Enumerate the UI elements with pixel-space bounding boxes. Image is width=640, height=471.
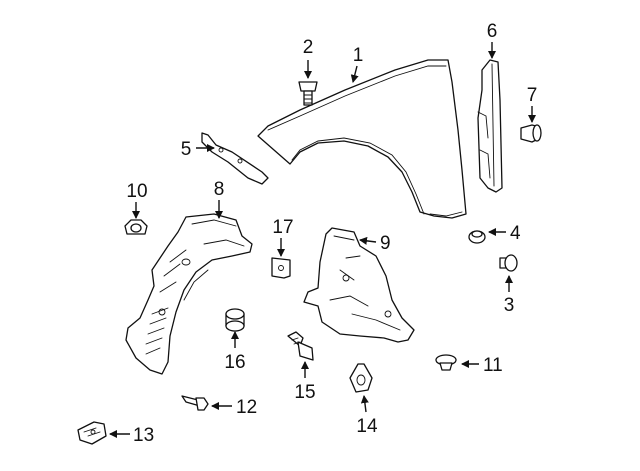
- callout-9: 9: [380, 233, 391, 254]
- callout-13: 13: [133, 425, 154, 446]
- pin-part-3: [499, 254, 518, 272]
- callout-3: 3: [504, 295, 515, 316]
- callout-16: 16: [224, 352, 245, 373]
- callout-17: 17: [272, 217, 293, 238]
- callout-5: 5: [181, 139, 192, 160]
- leader-1: [350, 65, 359, 83]
- liner-part-8: [125, 213, 253, 375]
- leader-9: [359, 236, 377, 245]
- push-clip-part-11: [435, 354, 457, 371]
- grommet-part-16: [225, 308, 245, 332]
- clip-part-17: [271, 257, 291, 279]
- grommet-part-4: [468, 230, 486, 244]
- callout-10: 10: [126, 181, 147, 202]
- callout-12: 12: [236, 397, 257, 418]
- fender-part: [257, 59, 467, 219]
- bolt-part-15: [287, 331, 314, 361]
- callout-14: 14: [356, 416, 378, 437]
- leader-14: [360, 395, 369, 413]
- callout-7: 7: [527, 85, 538, 106]
- callout-11: 11: [483, 355, 503, 376]
- clip-part-7: [520, 124, 542, 143]
- callout-4: 4: [510, 223, 521, 244]
- rivet-part-12: [181, 395, 209, 411]
- shield-part-9: [303, 227, 415, 343]
- callout-15: 15: [294, 382, 315, 403]
- nut-clip-part-13: [77, 421, 107, 445]
- nut-part-10: [124, 219, 148, 235]
- callout-numbers: 1 2 3 4 5 6 7 8 9 10 11 12 13 14 15 16 1…: [126, 21, 537, 446]
- bracket-part-5: [201, 132, 269, 185]
- callout-1: 1: [353, 45, 364, 66]
- callout-6: 6: [487, 21, 498, 42]
- clip-part-14: [349, 363, 373, 393]
- support-bracket-part-6: [477, 59, 503, 193]
- callout-leaders: [109, 42, 536, 438]
- bolt-part-2: [298, 81, 318, 106]
- callout-8: 8: [214, 179, 225, 200]
- callout-2: 2: [303, 37, 314, 58]
